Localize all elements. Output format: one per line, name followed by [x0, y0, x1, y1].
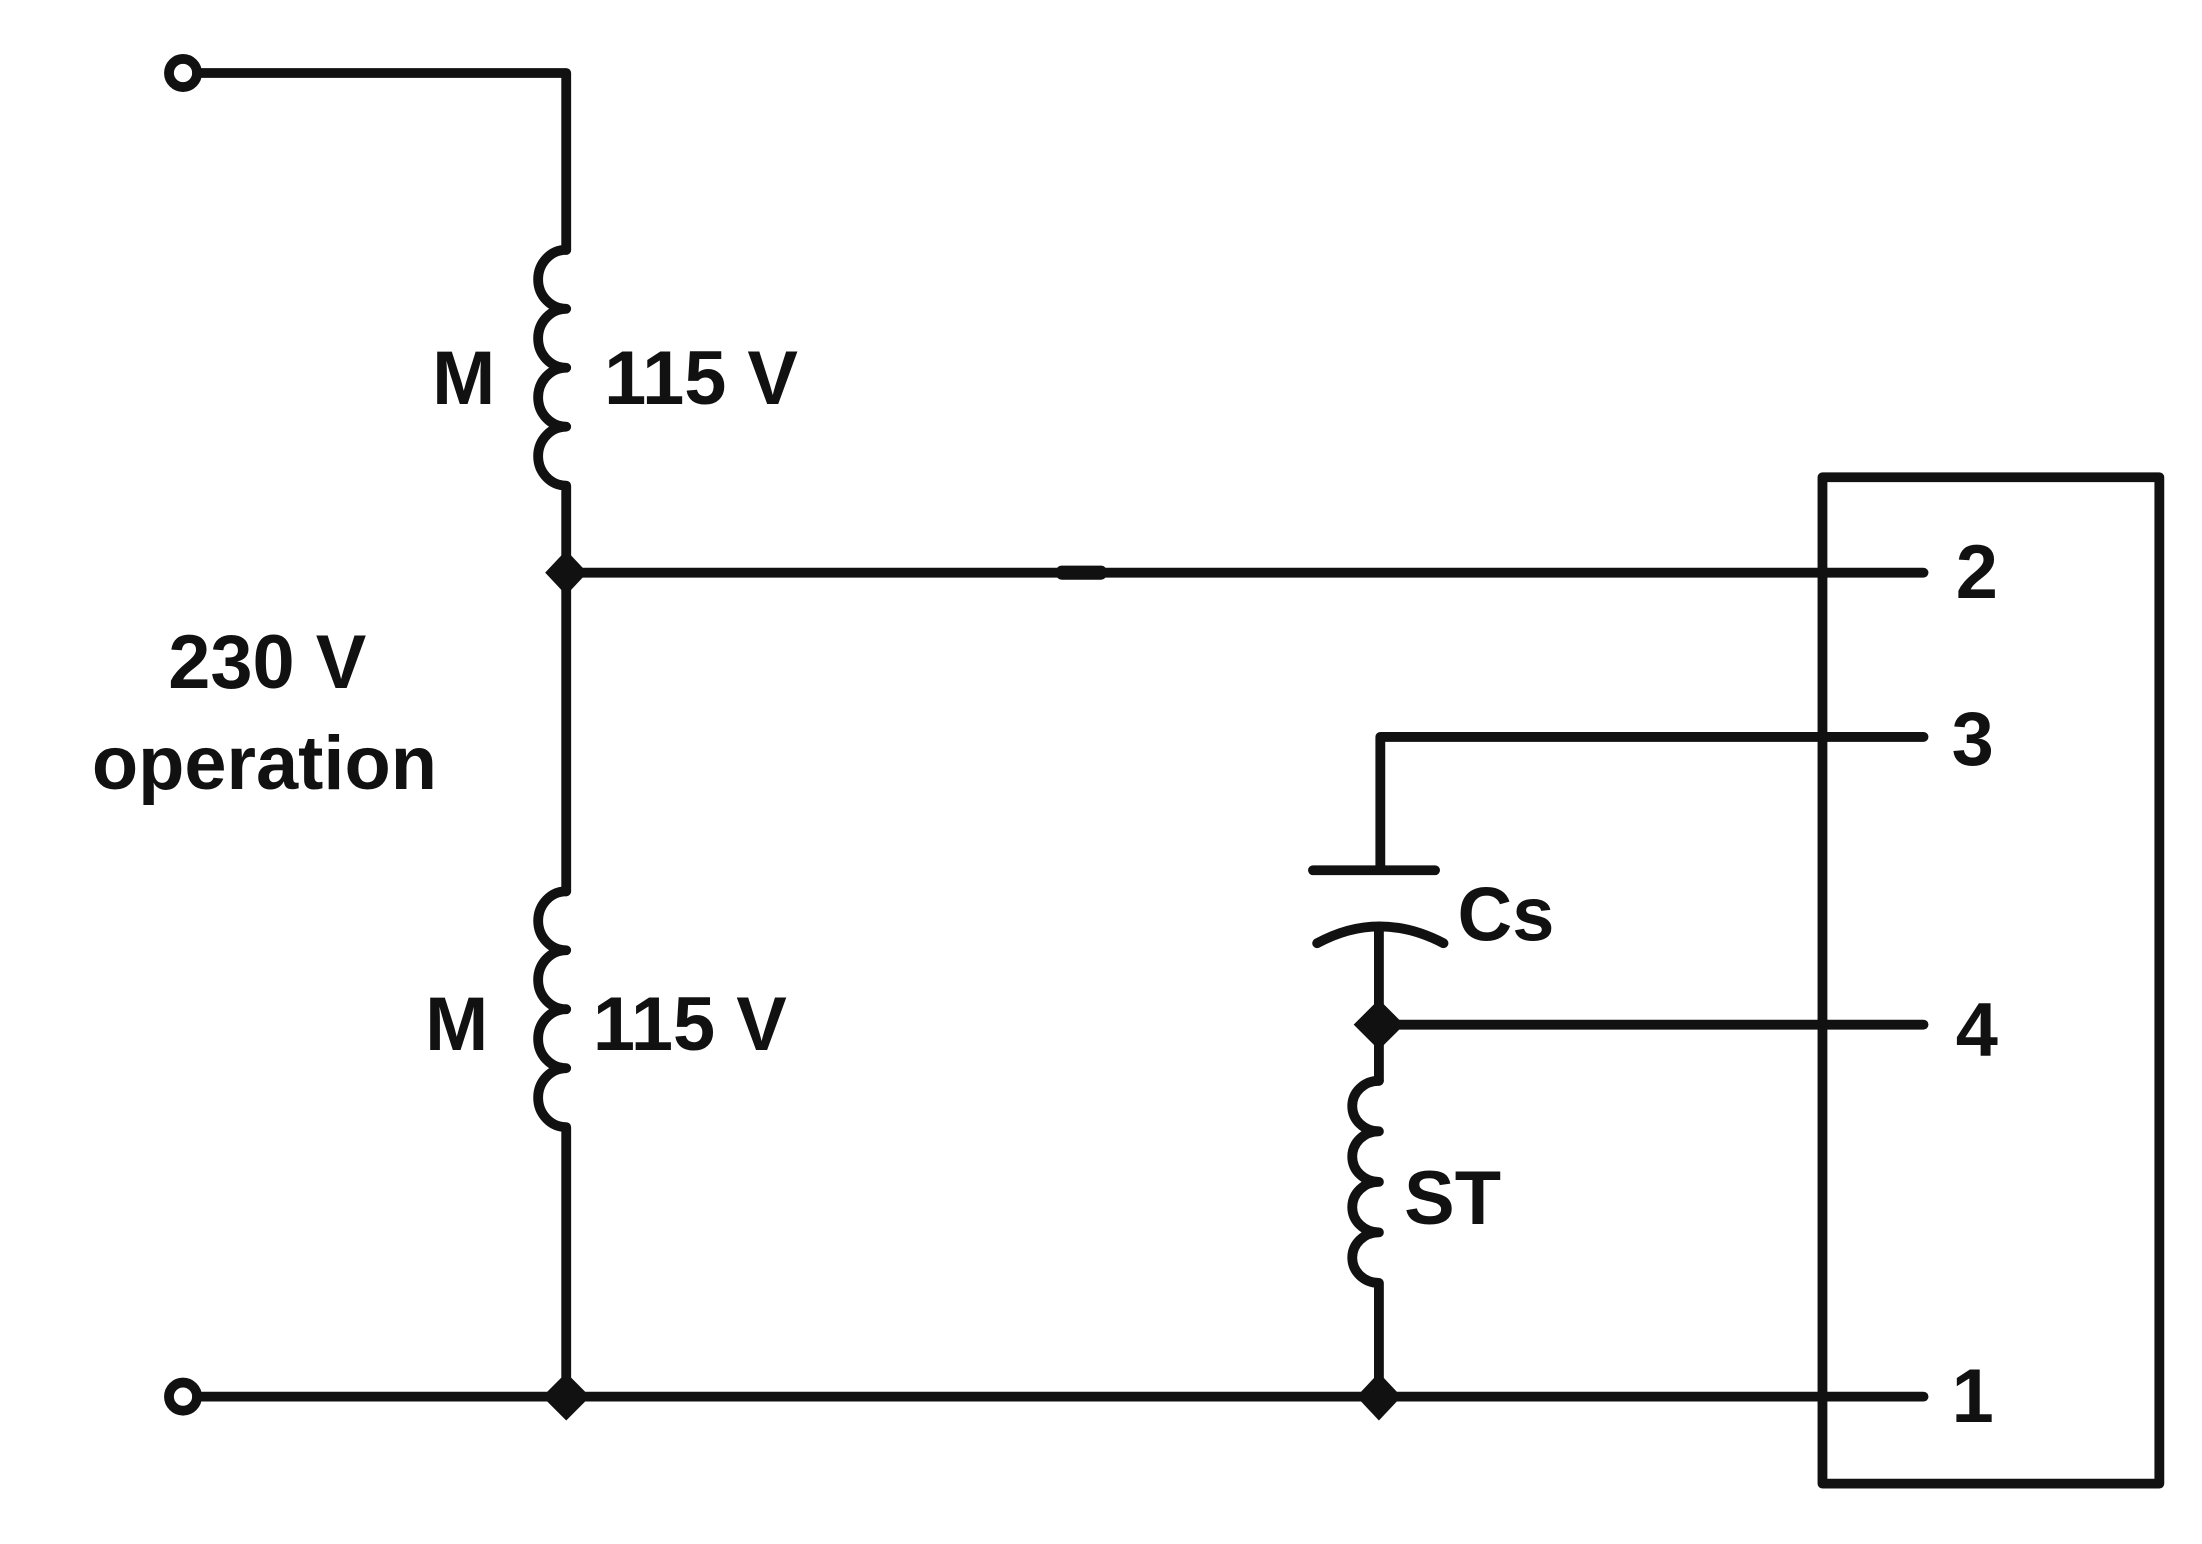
label-operation: operation	[92, 721, 437, 806]
wire-splice-mark	[1056, 565, 1107, 580]
wire-top-lead	[192, 68, 572, 255]
label-115v-bottom: 115 V	[593, 982, 787, 1067]
label-115v-top: 115 V	[604, 336, 798, 421]
junction-dot	[545, 550, 588, 596]
junction-dot	[1353, 999, 1405, 1050]
main-winding-upper	[533, 244, 572, 897]
label-230v: 230 V	[168, 620, 366, 705]
label-m-top: M	[432, 336, 495, 421]
label-start-winding: ST	[1404, 1156, 1501, 1241]
start-winding	[1347, 1075, 1384, 1402]
junction-dot	[542, 1372, 591, 1421]
terminal-label-2: 2	[1956, 530, 1998, 615]
terminal-label-4: 4	[1956, 988, 1998, 1073]
junction-dot	[1356, 1372, 1402, 1421]
main-winding-lower	[533, 886, 572, 1402]
wire-terminal-3	[1375, 731, 1929, 873]
terminal-label-3: 3	[1952, 697, 1994, 782]
label-m-bottom: M	[425, 982, 488, 1067]
label-capacitor: Cs	[1458, 872, 1555, 957]
terminal-block	[1817, 472, 2165, 1489]
terminal-label-1: 1	[1952, 1354, 1994, 1439]
